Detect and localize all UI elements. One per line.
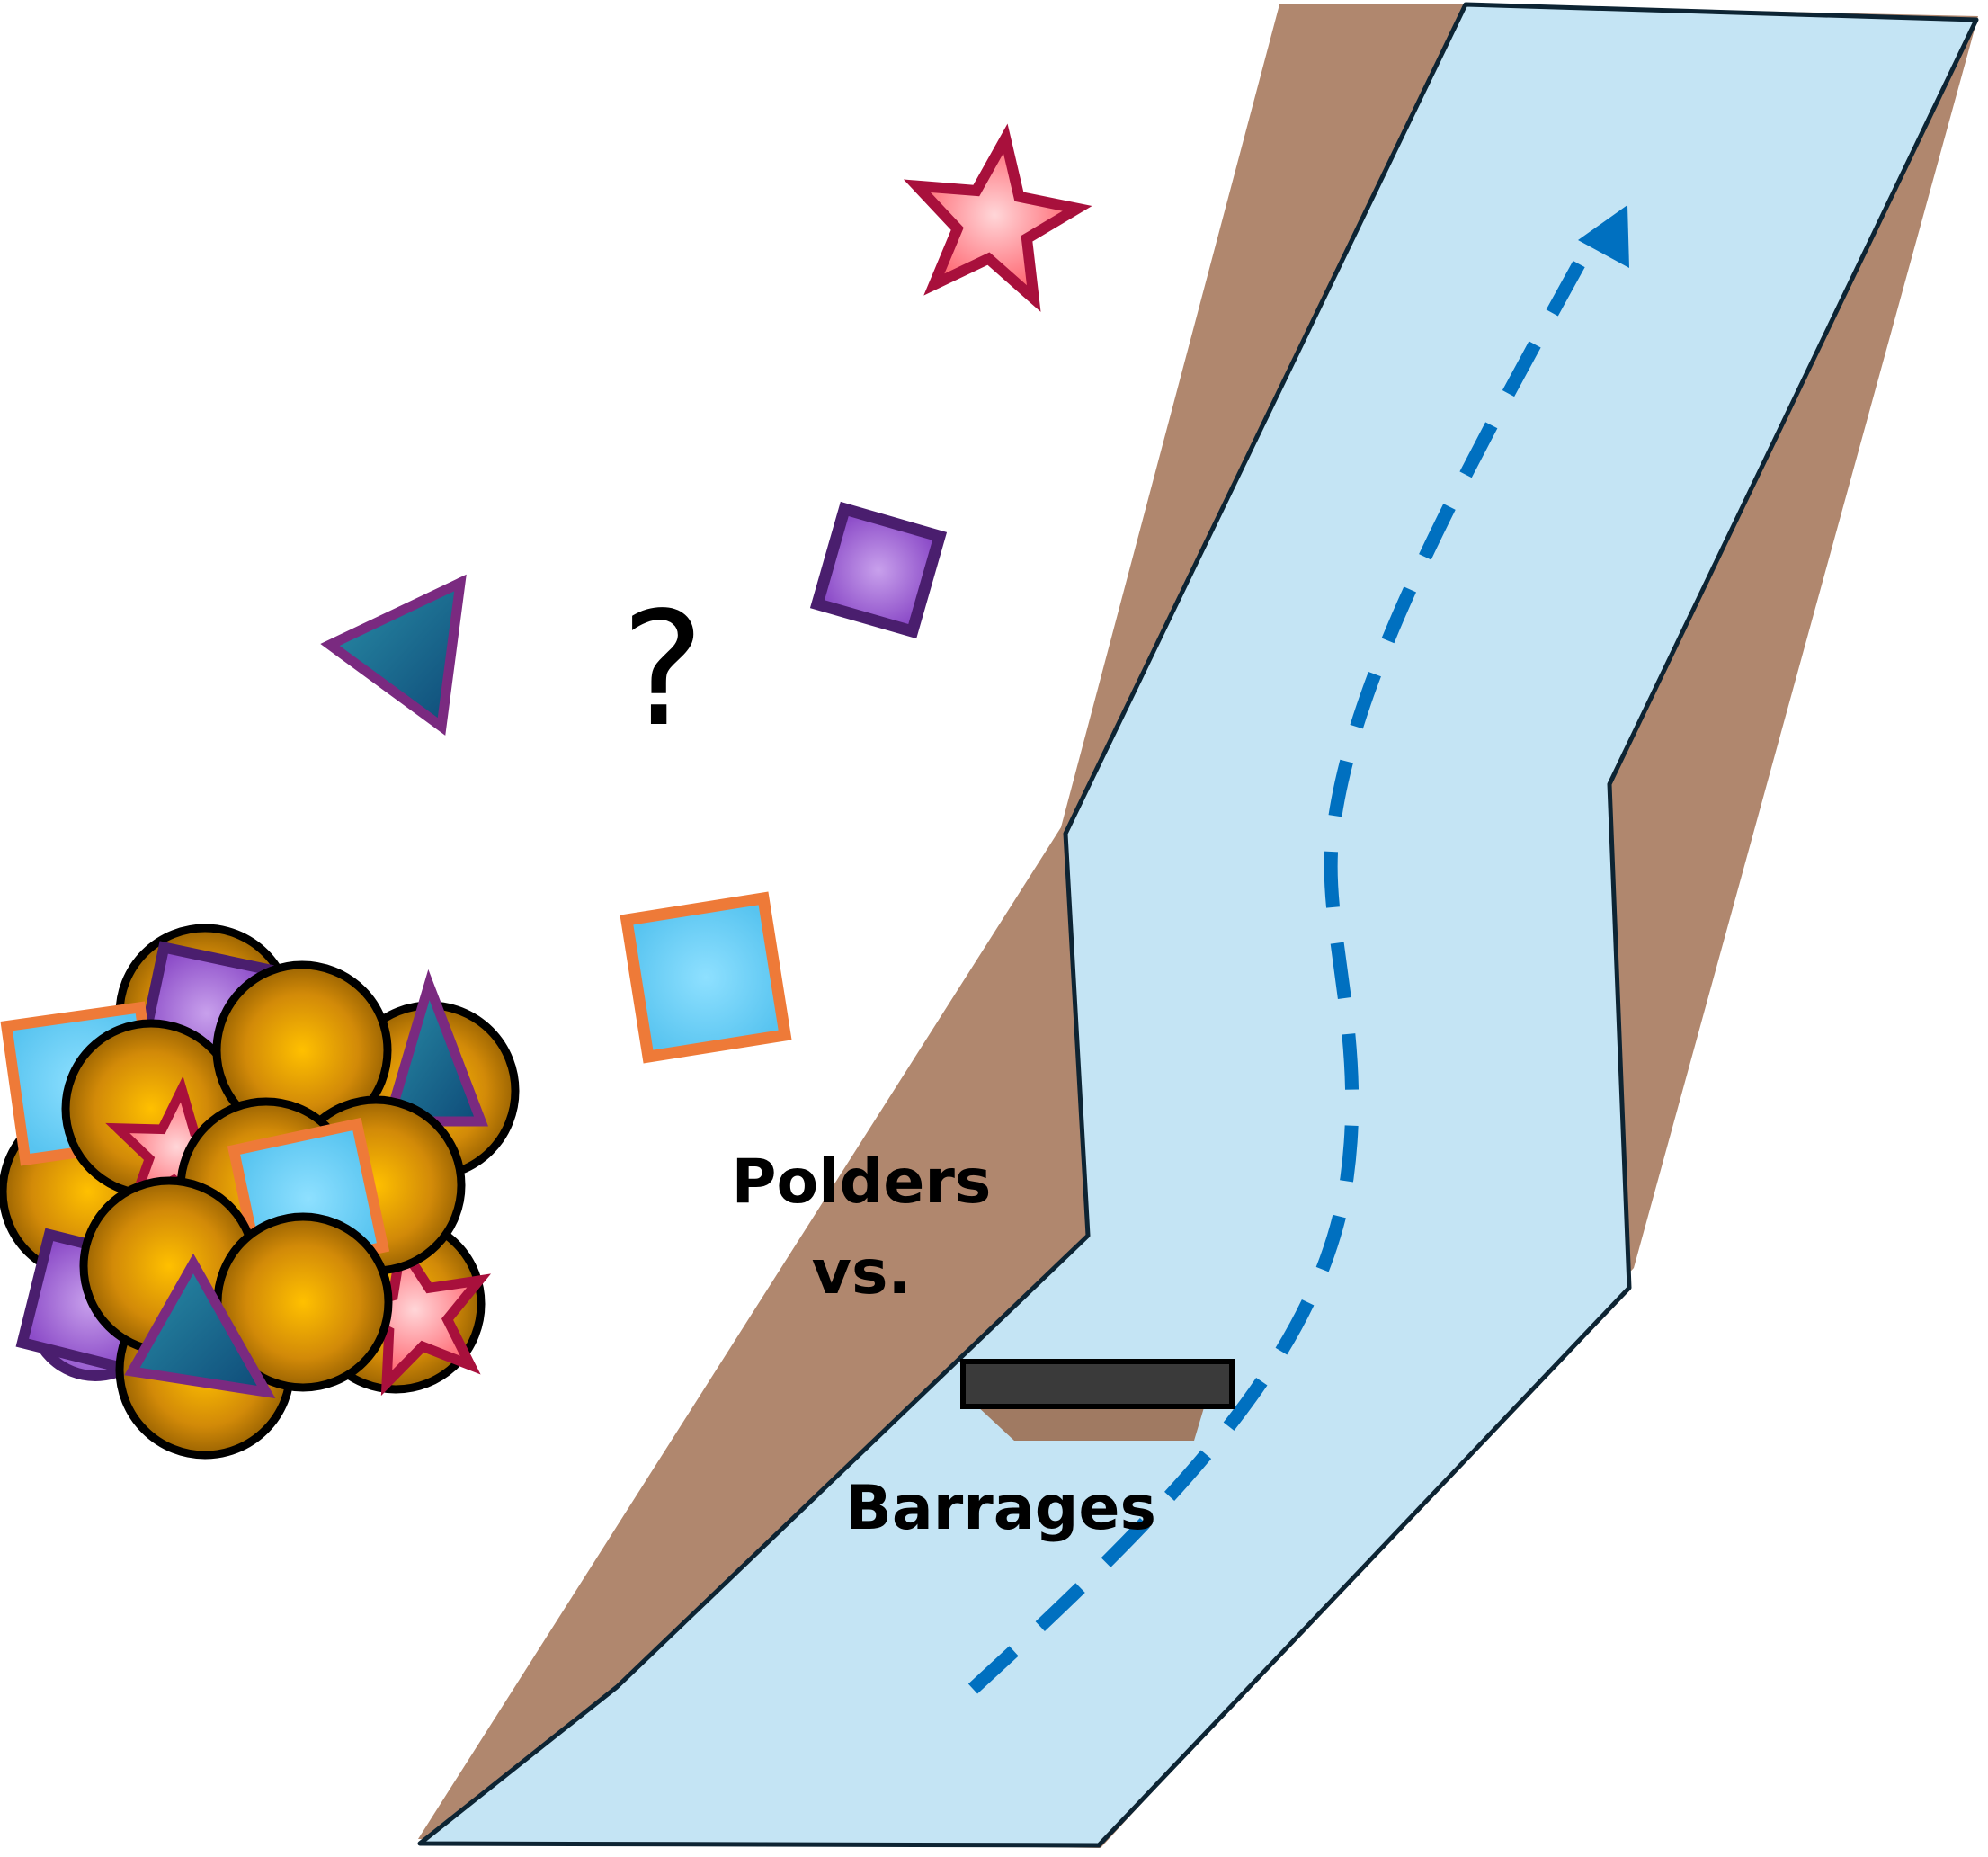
diamond-icon bbox=[809, 501, 948, 639]
river-channel bbox=[417, 2, 1979, 1848]
label-barrages: Barrages bbox=[845, 1473, 1156, 1544]
flow-arrowhead-icon bbox=[1578, 205, 1629, 268]
label-vs: vs. bbox=[812, 1237, 912, 1308]
aggregated-particles-cluster bbox=[0, 924, 520, 1460]
barrage-structure bbox=[960, 1359, 1235, 1409]
triangle-icon bbox=[320, 574, 467, 736]
label-polders: Polders bbox=[732, 1147, 992, 1218]
barrage-base bbox=[976, 1405, 1205, 1441]
question-mark: ? bbox=[621, 579, 705, 762]
flow-direction-arrow bbox=[967, 241, 1596, 1694]
square-icon bbox=[620, 891, 792, 1064]
star-icon bbox=[904, 127, 1085, 302]
